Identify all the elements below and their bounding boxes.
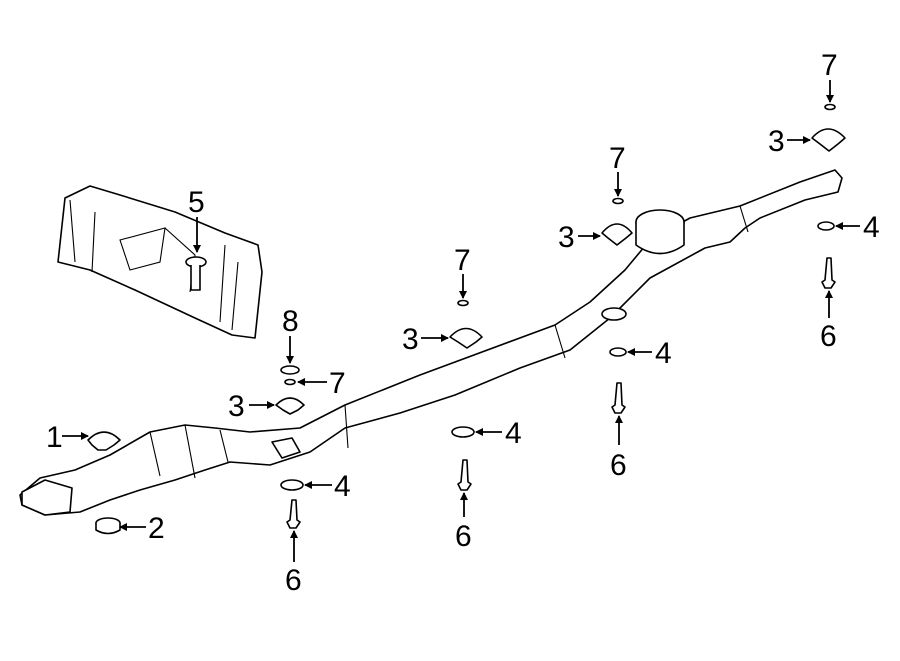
- callout-6: 6: [610, 449, 627, 482]
- callout-labels: 1 2 3 3 3 3 3 4 4 4 4 4 5 6 6 6 6 7 7 7 …: [46, 49, 880, 597]
- callout-4: 4: [505, 417, 522, 450]
- callout-5: 5: [188, 186, 205, 219]
- bolts-part-6: [286, 257, 836, 529]
- callout-7: 7: [609, 142, 626, 175]
- washers-part-4: [280, 221, 835, 491]
- frame-rail: [19, 169, 843, 516]
- callout-1: 1: [46, 421, 63, 454]
- callout-3: 3: [558, 221, 575, 254]
- callout-4: 4: [334, 470, 351, 503]
- rings-part-7-8: [280, 103, 836, 386]
- bolt-part-5: [185, 256, 207, 291]
- callout-4: 4: [863, 211, 880, 244]
- callout-6: 6: [285, 564, 302, 597]
- callout-6: 6: [455, 520, 472, 553]
- callout-7: 7: [329, 367, 346, 400]
- callout-3: 3: [228, 390, 245, 423]
- callout-4: 4: [655, 337, 672, 370]
- callout-6: 6: [820, 320, 837, 353]
- callout-3: 3: [402, 323, 419, 356]
- mount-cushions: [87, 128, 846, 451]
- callout-7: 7: [821, 49, 838, 82]
- cross-member-bracket: [57, 185, 263, 339]
- callout-8: 8: [282, 305, 299, 338]
- callout-7: 7: [454, 244, 471, 277]
- callout-2: 2: [148, 512, 165, 545]
- spacer-part-2: [95, 517, 121, 535]
- callout-3: 3: [768, 125, 785, 158]
- leader-arrows: [62, 80, 860, 562]
